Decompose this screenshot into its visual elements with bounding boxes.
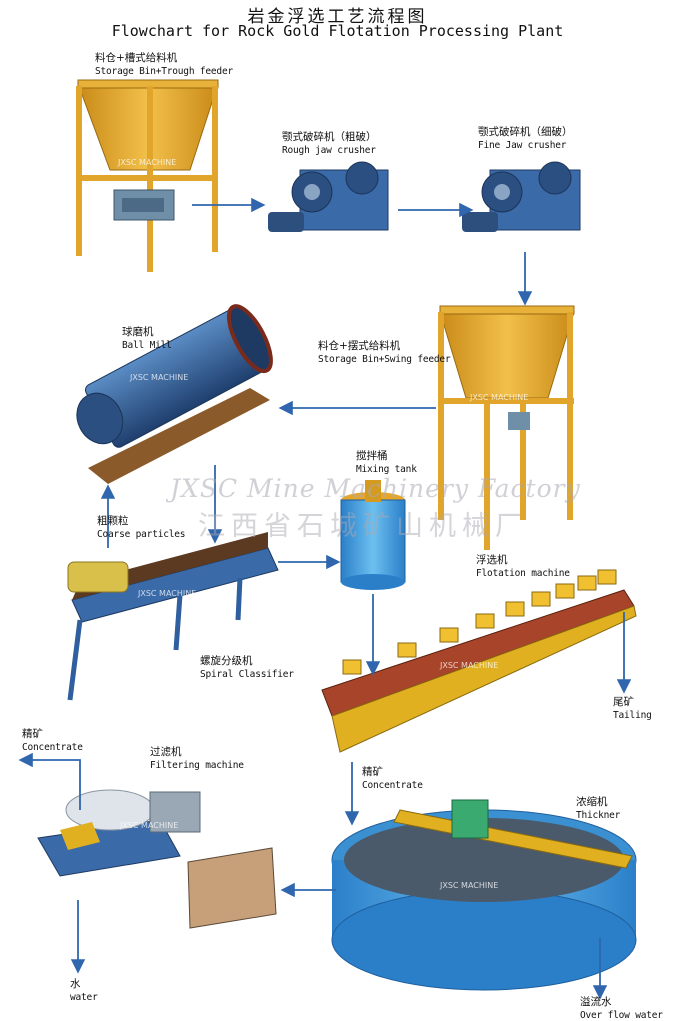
label-en: Over flow water <box>580 1010 663 1021</box>
badge-watermark-4: JXSC MACHINE <box>137 589 196 598</box>
label-water: 水 water <box>70 978 98 1004</box>
label-cn: 颚式破碎机（粗破） <box>282 131 377 143</box>
label-flotation-machine: 浮选机 Flotation machine <box>476 554 570 580</box>
label-cn: 搅拌桶 <box>356 450 388 462</box>
badge-watermark-7: JXSC MACHINE <box>439 881 498 890</box>
label-cn: 浓缩机 <box>576 796 608 808</box>
badge-watermark-2: JXSC MACHINE <box>469 393 528 402</box>
label-cn: 水 <box>70 978 81 990</box>
label-rough-jaw-crusher: 颚式破碎机（粗破） Rough jaw crusher <box>282 131 377 157</box>
storage-bin-trough-feeder: JXSC MACHINE <box>76 79 219 272</box>
badge-watermark-3: JXSC MACHINE <box>129 373 188 382</box>
label-en: Filtering machine <box>150 760 244 771</box>
label-cn: 螺旋分级机 <box>200 655 253 667</box>
ball-mill: JXSC MACHINE <box>76 304 273 484</box>
label-cn: 浮选机 <box>476 554 508 566</box>
label-cn: 颚式破碎机（细破） <box>478 126 573 138</box>
label-cn: 精矿 <box>362 766 383 778</box>
watermark-english: JXSC Mine Machinery Factory <box>170 474 581 503</box>
filtering-machine: JXSC MACHINE <box>37 789 277 929</box>
label-en: Storage Bin+Swing feeder <box>318 354 451 365</box>
label-en: water <box>70 992 98 1003</box>
label-en: Coarse particles <box>97 529 186 540</box>
fine-jaw-crusher <box>462 161 581 232</box>
label-mixing-tank: 搅拌桶 Mixing tank <box>356 450 417 476</box>
label-cn: 粗颗粒 <box>97 515 129 527</box>
label-coarse-particles: 粗颗粒 Coarse particles <box>97 515 186 541</box>
label-en: Mixing tank <box>356 464 417 475</box>
flow-arrows <box>18 197 632 1000</box>
label-cn: 尾矿 <box>613 696 634 708</box>
label-cn: 球磨机 <box>122 326 154 338</box>
label-spiral-classifier: 螺旋分级机 Spiral Classifier <box>200 655 294 681</box>
title-chinese: 岩金浮选工艺流程图 <box>247 7 428 27</box>
label-en: Tailing <box>613 710 652 721</box>
label-en: Rough jaw crusher <box>282 145 376 156</box>
label-overflow-water: 溢流水 Over flow water <box>580 996 663 1021</box>
label-en: Flotation machine <box>476 568 570 579</box>
spiral-classifier: JXSC MACHINE <box>67 532 279 701</box>
arrow-concentrate-out <box>18 752 81 810</box>
watermark-chinese: 江西省石城矿山机械厂 <box>198 511 528 542</box>
label-fine-jaw-crusher: 颚式破碎机（细破） Fine Jaw crusher <box>478 126 573 152</box>
title-english: Flowchart for Rock Gold Flotation Proces… <box>111 22 564 40</box>
label-cn: 料仓+槽式给料机 <box>95 52 178 64</box>
badge-watermark-6: JXSC MACHINE <box>119 821 178 830</box>
storage-bin-swing-feeder: JXSC MACHINE <box>438 305 575 550</box>
label-en: Thickner <box>576 810 621 821</box>
label-thickener: 浓缩机 Thickner <box>576 796 620 822</box>
label-ball-mill: 球磨机 Ball Mill <box>122 326 172 352</box>
label-tailing: 尾矿 Tailing <box>613 696 652 722</box>
label-en: Concentrate <box>22 742 83 753</box>
mixing-tank <box>340 480 406 590</box>
label-en: Spiral Classifier <box>200 669 294 680</box>
label-en: Ball Mill <box>122 340 172 351</box>
label-cn: 溢流水 <box>580 996 612 1008</box>
label-filtering-machine: 过滤机 Filtering machine <box>150 746 244 772</box>
label-cn: 精矿 <box>22 728 43 740</box>
badge-watermark: JXSC MACHINE <box>117 158 176 167</box>
label-concentrate-out: 精矿 Concentrate <box>22 728 83 754</box>
label-en: Concentrate <box>362 780 423 791</box>
badge-watermark-5: JXSC MACHINE <box>439 661 498 670</box>
label-cn: 过滤机 <box>150 746 182 758</box>
label-en: Storage Bin+Trough feeder <box>95 66 233 77</box>
thickener: JXSC MACHINE <box>331 799 637 991</box>
label-en: Fine Jaw crusher <box>478 140 567 151</box>
label-storage-bin-1: 料仓+槽式给料机 Storage Bin+Trough feeder <box>95 52 233 78</box>
label-concentrate-mid: 精矿 Concentrate <box>362 766 423 792</box>
label-storage-bin-2: 料仓+摆式给料机 Storage Bin+Swing feeder <box>318 340 451 366</box>
rough-jaw-crusher <box>268 161 389 232</box>
flotation-machine: JXSC MACHINE <box>321 569 637 753</box>
label-cn: 料仓+摆式给料机 <box>318 340 401 352</box>
